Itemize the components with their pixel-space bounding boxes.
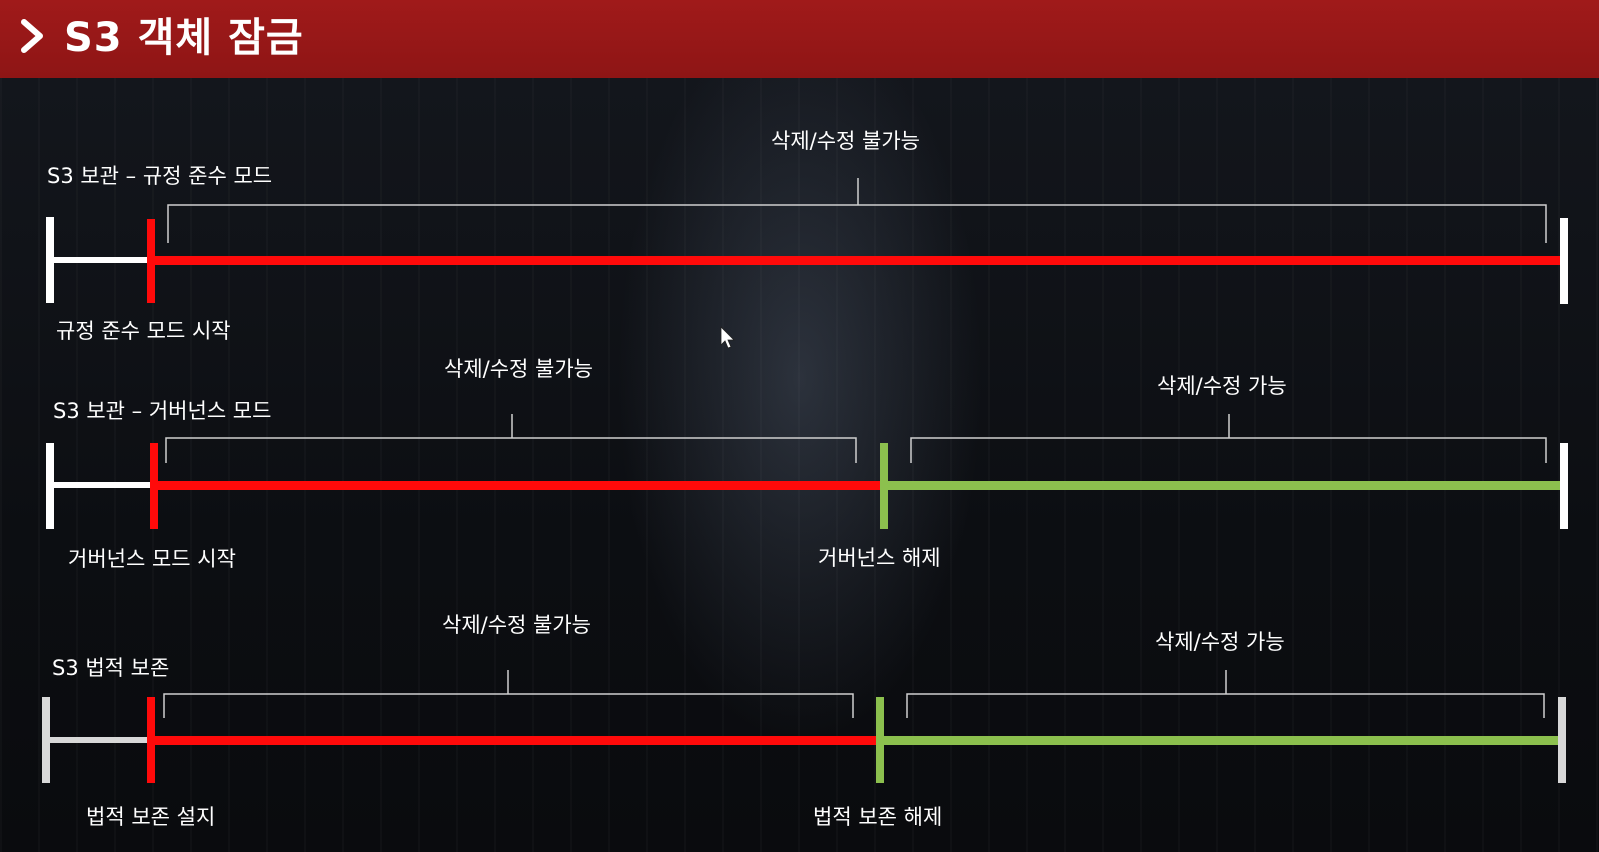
legal-hold-locked-bracket [163, 670, 854, 718]
legal-hold-locked-label: 삭제/수정 불가능 [442, 613, 591, 637]
legal-hold-release-label: 법적 보존 해제 [813, 805, 943, 829]
governance-pre-segment [54, 482, 152, 488]
governance-locked-bracket [165, 414, 857, 463]
governance-unlocked-label: 삭제/수정 가능 [1157, 374, 1287, 398]
governance-locked-segment [154, 481, 884, 490]
compliance-locked-label: 삭제/수정 불가능 [771, 129, 920, 153]
legal-hold-locked-segment [151, 736, 880, 745]
compliance-locked-segment [151, 256, 1562, 265]
title-bar: S3 객체 잠금 [0, 0, 1599, 78]
compliance-start-label: 규정 준수 모드 시작 [56, 319, 231, 343]
compliance-locked-bracket [167, 178, 1547, 243]
legal-hold-unlocked-label: 삭제/수정 가능 [1155, 630, 1285, 654]
compliance-start-tick [46, 217, 54, 303]
legal-hold-timeline [42, 670, 1566, 783]
governance-unlocked-bracket [910, 414, 1547, 463]
compliance-timeline [46, 178, 1568, 304]
governance-timeline [46, 414, 1568, 529]
governance-start-tick [46, 443, 54, 529]
compliance-pre-segment [54, 257, 150, 263]
governance-mode-label: S3 보관 – 거버넌스 모드 [53, 399, 272, 423]
mouse-cursor-icon [720, 326, 735, 349]
legal-hold-unlocked-segment [880, 736, 1560, 745]
compliance-mode-label: S3 보관 – 규정 준수 모드 [47, 164, 273, 188]
governance-start-label: 거버넌스 모드 시작 [68, 547, 236, 571]
legal-hold-pre-segment [50, 737, 150, 743]
legal-hold-end-tick [1558, 697, 1566, 783]
governance-unlocked-segment [884, 481, 1562, 490]
legal-hold-start-tick [42, 697, 50, 783]
legal-hold-start-label: 법적 보존 설지 [86, 805, 216, 829]
chevron-right-icon [21, 19, 43, 53]
datacenter-background [0, 78, 1599, 852]
governance-release-label: 거버넌스 해제 [818, 546, 941, 570]
governance-end-tick [1560, 443, 1568, 529]
page-title: S3 객체 잠금 [64, 15, 304, 61]
legal-hold-mode-label: S3 법적 보존 [52, 656, 170, 680]
legal-hold-unlocked-bracket [906, 670, 1545, 718]
compliance-end-tick [1560, 218, 1568, 304]
governance-locked-label: 삭제/수정 불가능 [444, 357, 593, 381]
